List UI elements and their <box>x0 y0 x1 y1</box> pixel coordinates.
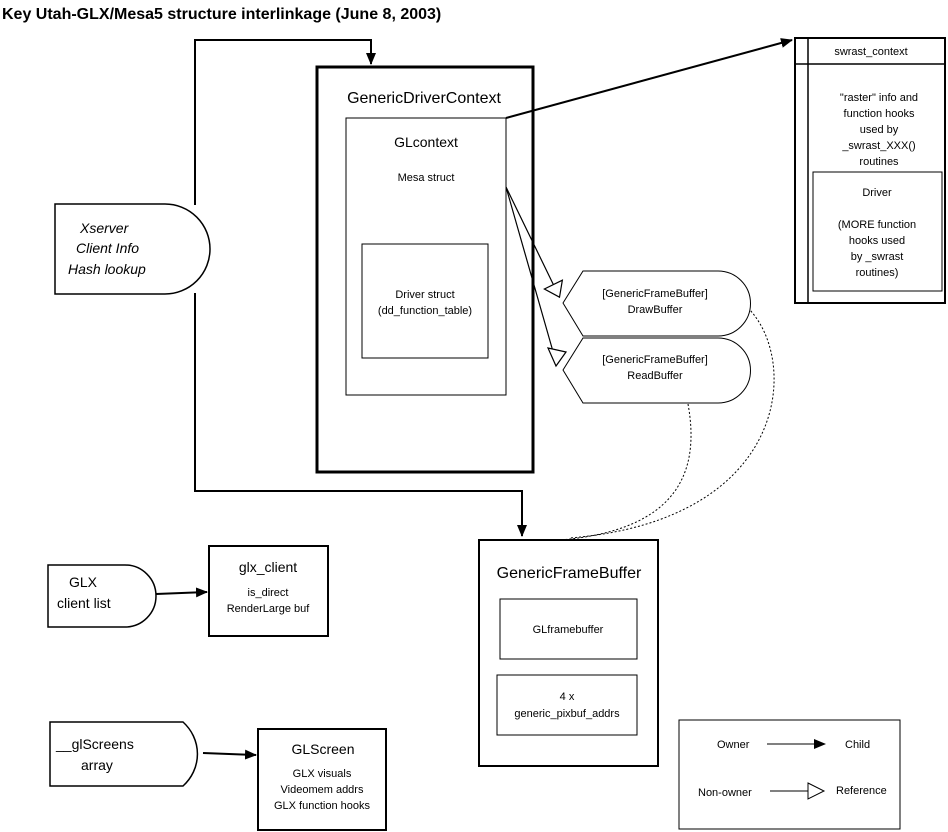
pixbuf-line-2: generic_pixbuf_addrs <box>514 708 620 720</box>
pixbuf-box: 4 x generic_pixbuf_addrs <box>496 674 638 736</box>
glx-client-list-shape: GLX client list <box>47 564 157 628</box>
read-buffer-shape: [GenericFrameBuffer] ReadBuffer <box>562 337 751 404</box>
legend-owner-label: Owner <box>717 739 750 751</box>
swrast-driver-box: Driver (MORE function hooks used by _swr… <box>812 171 943 292</box>
xserver-client-info-shape: Xserver Client Info Hash lookup <box>54 203 211 295</box>
glscreen-line-2: Videomem addrs <box>281 784 364 796</box>
swrast-driver-line-6: routines) <box>856 267 899 279</box>
glscreen-line-1: GLX visuals <box>293 768 352 780</box>
diagram-title: Key Utah-GLX/Mesa5 structure interlinkag… <box>2 6 441 23</box>
glscreens-line-1: __glScreens <box>55 736 134 752</box>
glx-client-list-line-2: client list <box>57 595 111 611</box>
glscreens-line-2: array <box>81 757 113 773</box>
glscreens-arrow <box>202 749 257 760</box>
legend-reference-arrow <box>770 782 826 800</box>
glscreen-box: GLScreen GLX visuals Videomem addrs GLX … <box>257 728 387 831</box>
glframebuffer-box: GLframebuffer <box>499 598 638 660</box>
pixbuf-line-1: 4 x <box>560 691 575 703</box>
glx-client-label: glx_client <box>239 559 297 575</box>
glcontext-to-swrast-connector <box>505 38 793 119</box>
legend-child-label: Child <box>845 739 870 751</box>
glscreen-line-3: GLX function hooks <box>274 800 371 812</box>
swrast-context-label: swrast_context <box>834 46 907 58</box>
swrast-driver-line-1: Driver <box>862 187 892 199</box>
read-buffer-line-2: ReadBuffer <box>627 370 683 382</box>
legend-box: Owner Child Non-owner Reference <box>678 719 901 830</box>
glx-client-list-line-1: GLX <box>69 574 98 590</box>
swrast-driver-line-3: (MORE function <box>838 219 916 231</box>
xserver-line-1: Xserver <box>79 220 130 236</box>
legend-reference-label: Reference <box>836 785 887 797</box>
read-buffer-line-1: [GenericFrameBuffer] <box>602 354 708 366</box>
swrast-info-line-4: _swrast_XXX() <box>841 140 915 152</box>
swrast-driver-line-4: hooks used <box>849 235 905 247</box>
glcontext-label: GLcontext <box>394 134 458 150</box>
glx-client-list-arrow <box>155 587 208 598</box>
glx-client-box: glx_client is_direct RenderLarge buf <box>208 545 329 637</box>
xserver-line-3: Hash lookup <box>68 261 146 277</box>
glcontext-to-drawbuffer-reference <box>505 186 564 299</box>
glx-client-line-1: is_direct <box>248 587 289 599</box>
legend-non-owner-label: Non-owner <box>698 787 752 799</box>
draw-buffer-shape: [GenericFrameBuffer] DrawBuffer <box>562 270 751 337</box>
glframebuffer-label: GLframebuffer <box>533 624 604 636</box>
swrast-info-line-5: routines <box>859 156 899 168</box>
draw-buffer-line-2: DrawBuffer <box>628 304 683 316</box>
draw-buffer-line-1: [GenericFrameBuffer] <box>602 288 708 300</box>
glcontext-sub-label: Mesa struct <box>398 172 455 184</box>
glscreen-label: GLScreen <box>291 741 354 757</box>
glx-client-line-2: RenderLarge buf <box>227 603 311 615</box>
glscreens-array-shape: __glScreens array <box>49 721 199 787</box>
xserver-line-2: Client Info <box>76 240 139 256</box>
xserver-to-context-connector <box>194 39 376 205</box>
swrast-info-line-2: function hooks <box>844 108 915 120</box>
generic-driver-context-label: GenericDriverContext <box>347 90 501 107</box>
xserver-to-framebuffer-connector <box>194 293 527 537</box>
buffers-to-framebuffer-dotted-links <box>559 307 775 541</box>
generic-driver-context-box: GenericDriverContext <box>315 65 535 474</box>
driver-struct-line-1: Driver struct <box>395 289 454 301</box>
generic-frame-buffer-label: GenericFrameBuffer <box>497 565 642 582</box>
swrast-driver-line-5: by _swrast <box>851 251 904 263</box>
swrast-info-line-3: used by <box>860 124 899 136</box>
driver-struct-line-2: (dd_function_table) <box>378 305 472 317</box>
glcontext-to-readbuffer-reference <box>505 186 568 368</box>
swrast-info-line-1: "raster" info and <box>840 92 918 104</box>
driver-struct-box: Driver struct (dd_function_table) <box>361 243 489 359</box>
